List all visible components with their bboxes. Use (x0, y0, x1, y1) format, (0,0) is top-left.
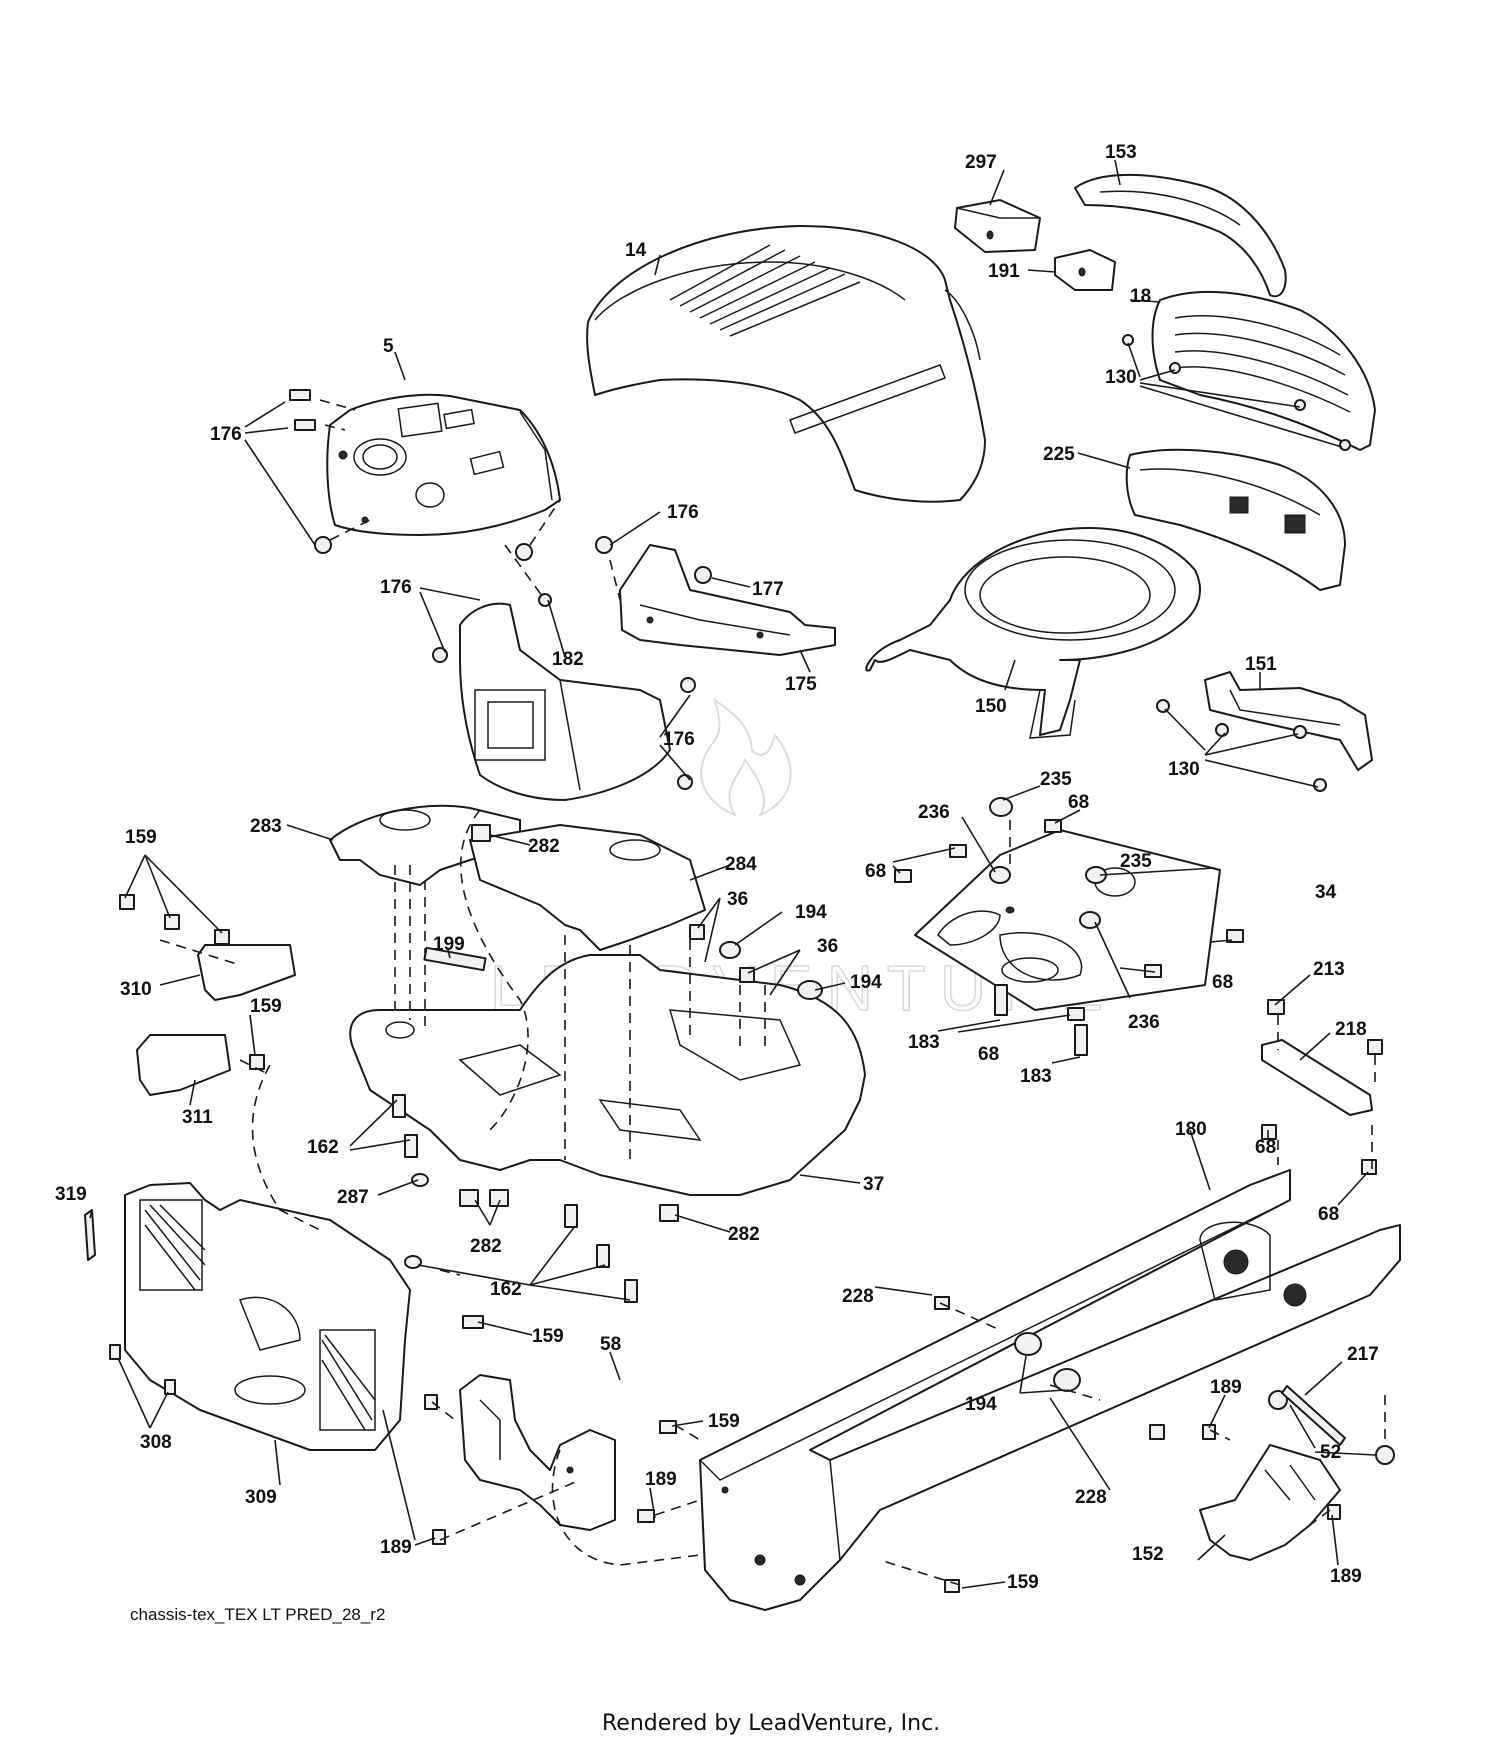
callout-183-b: 183 (1020, 1066, 1052, 1087)
callout-319: 319 (55, 1184, 87, 1205)
callout-228-a: 228 (842, 1286, 874, 1307)
callout-310: 310 (120, 979, 152, 1000)
callout-68-c: 68 (1212, 972, 1233, 993)
callout-labels: 14 5 176 176 176 176 297 153 191 18 130 … (55, 142, 1379, 1593)
callout-213: 213 (1313, 959, 1345, 980)
callout-68-b: 68 (865, 861, 886, 882)
callout-68-d: 68 (978, 1044, 999, 1065)
footer-credit: Rendered by LeadVenture, Inc. (602, 1711, 940, 1736)
part-153-trim (1074, 173, 1287, 298)
callout-177: 177 (752, 579, 784, 600)
callout-175: 175 (785, 674, 817, 695)
callout-194-a: 194 (795, 902, 827, 923)
callout-150: 150 (975, 696, 1007, 717)
part-18-grille (1151, 290, 1376, 451)
part-hood (586, 225, 986, 503)
callout-228-b: 228 (1075, 1487, 1107, 1508)
callout-235-a: 235 (1040, 769, 1072, 790)
callout-58: 58 (600, 1334, 621, 1355)
callout-176-d: 176 (663, 729, 695, 750)
callout-68-e: 68 (1255, 1137, 1276, 1158)
part-309-frame (124, 1182, 411, 1451)
callout-130-b: 130 (1168, 759, 1200, 780)
callout-189-b: 189 (645, 1469, 677, 1490)
callout-52: 52 (1320, 1442, 1341, 1463)
callout-159-c: 159 (532, 1326, 564, 1347)
callout-282-b: 282 (470, 1236, 502, 1257)
callout-235-b: 235 (1120, 851, 1152, 872)
callout-199: 199 (433, 934, 465, 955)
part-152-guard (1199, 1444, 1341, 1561)
callout-309: 309 (245, 1487, 277, 1508)
callout-176-c: 176 (380, 577, 412, 598)
assembly-lines (159, 399, 1386, 1586)
leader-lines (89, 159, 1376, 1589)
callout-151: 151 (1245, 654, 1277, 675)
part-58-bracket (459, 1374, 616, 1531)
part-180-frame (699, 1169, 1401, 1611)
part-182-front-panel (459, 602, 671, 801)
callout-282-c: 282 (728, 1224, 760, 1245)
part-151-bracket (1204, 671, 1373, 771)
callout-159-b: 159 (250, 996, 282, 1017)
callout-182: 182 (552, 649, 584, 670)
part-218-plate (1261, 1039, 1373, 1116)
callout-282-a: 282 (528, 836, 560, 857)
callout-180: 180 (1175, 1119, 1207, 1140)
callout-68-f: 68 (1318, 1204, 1339, 1225)
callout-311: 311 (182, 1107, 213, 1128)
callout-308: 308 (140, 1432, 172, 1453)
callout-18: 18 (1130, 286, 1151, 307)
callout-218: 218 (1335, 1019, 1367, 1040)
part-191-bumper (1054, 249, 1116, 291)
callout-37: 37 (863, 1174, 884, 1195)
part-297-bumper (954, 199, 1041, 253)
callout-159-d: 159 (708, 1411, 740, 1432)
callout-14: 14 (625, 240, 647, 261)
callout-284: 284 (725, 854, 757, 875)
callout-36-a: 36 (727, 889, 748, 910)
callout-189-c: 189 (380, 1537, 412, 1558)
callout-194-b: 194 (850, 972, 882, 993)
part-311-bracket (136, 1034, 231, 1096)
callout-287: 287 (337, 1187, 369, 1208)
callout-176-a: 176 (210, 424, 242, 445)
callout-130-a: 130 (1105, 367, 1137, 388)
callout-5: 5 (383, 336, 394, 357)
diagram-caption: chassis-tex_TEX LT PRED_28_r2 (130, 1605, 385, 1624)
callout-189-a: 189 (1210, 1377, 1242, 1398)
callout-189-d: 189 (1330, 1566, 1362, 1587)
callout-283: 283 (250, 816, 282, 837)
callout-162-b: 162 (490, 1279, 522, 1300)
callout-68-a: 68 (1068, 792, 1089, 813)
callout-194-c: 194 (965, 1394, 997, 1415)
callout-236-b: 236 (1128, 1012, 1160, 1033)
callout-159-a: 159 (125, 827, 157, 848)
callout-152: 152 (1132, 1544, 1164, 1565)
part-175-bracket (619, 544, 836, 656)
part-310-bracket (197, 944, 296, 1001)
callout-183-a: 183 (908, 1032, 940, 1053)
callout-191: 191 (988, 261, 1020, 282)
callout-34: 34 (1315, 882, 1337, 903)
callout-225: 225 (1043, 444, 1075, 465)
callout-236-a: 236 (918, 802, 950, 823)
callout-36-b: 36 (817, 936, 838, 957)
callout-297: 297 (965, 152, 997, 173)
callout-153: 153 (1105, 142, 1137, 163)
callout-176-b: 176 (667, 502, 699, 523)
callout-159-e: 159 (1007, 1572, 1039, 1593)
part-225-headlight (1125, 448, 1346, 591)
part-150-fender (865, 527, 1201, 739)
callout-162-a: 162 (307, 1137, 339, 1158)
callout-217: 217 (1347, 1344, 1379, 1365)
part-dash-panel (326, 393, 561, 536)
part-37-body-pan (349, 954, 866, 1196)
part-284-cover (469, 824, 706, 951)
